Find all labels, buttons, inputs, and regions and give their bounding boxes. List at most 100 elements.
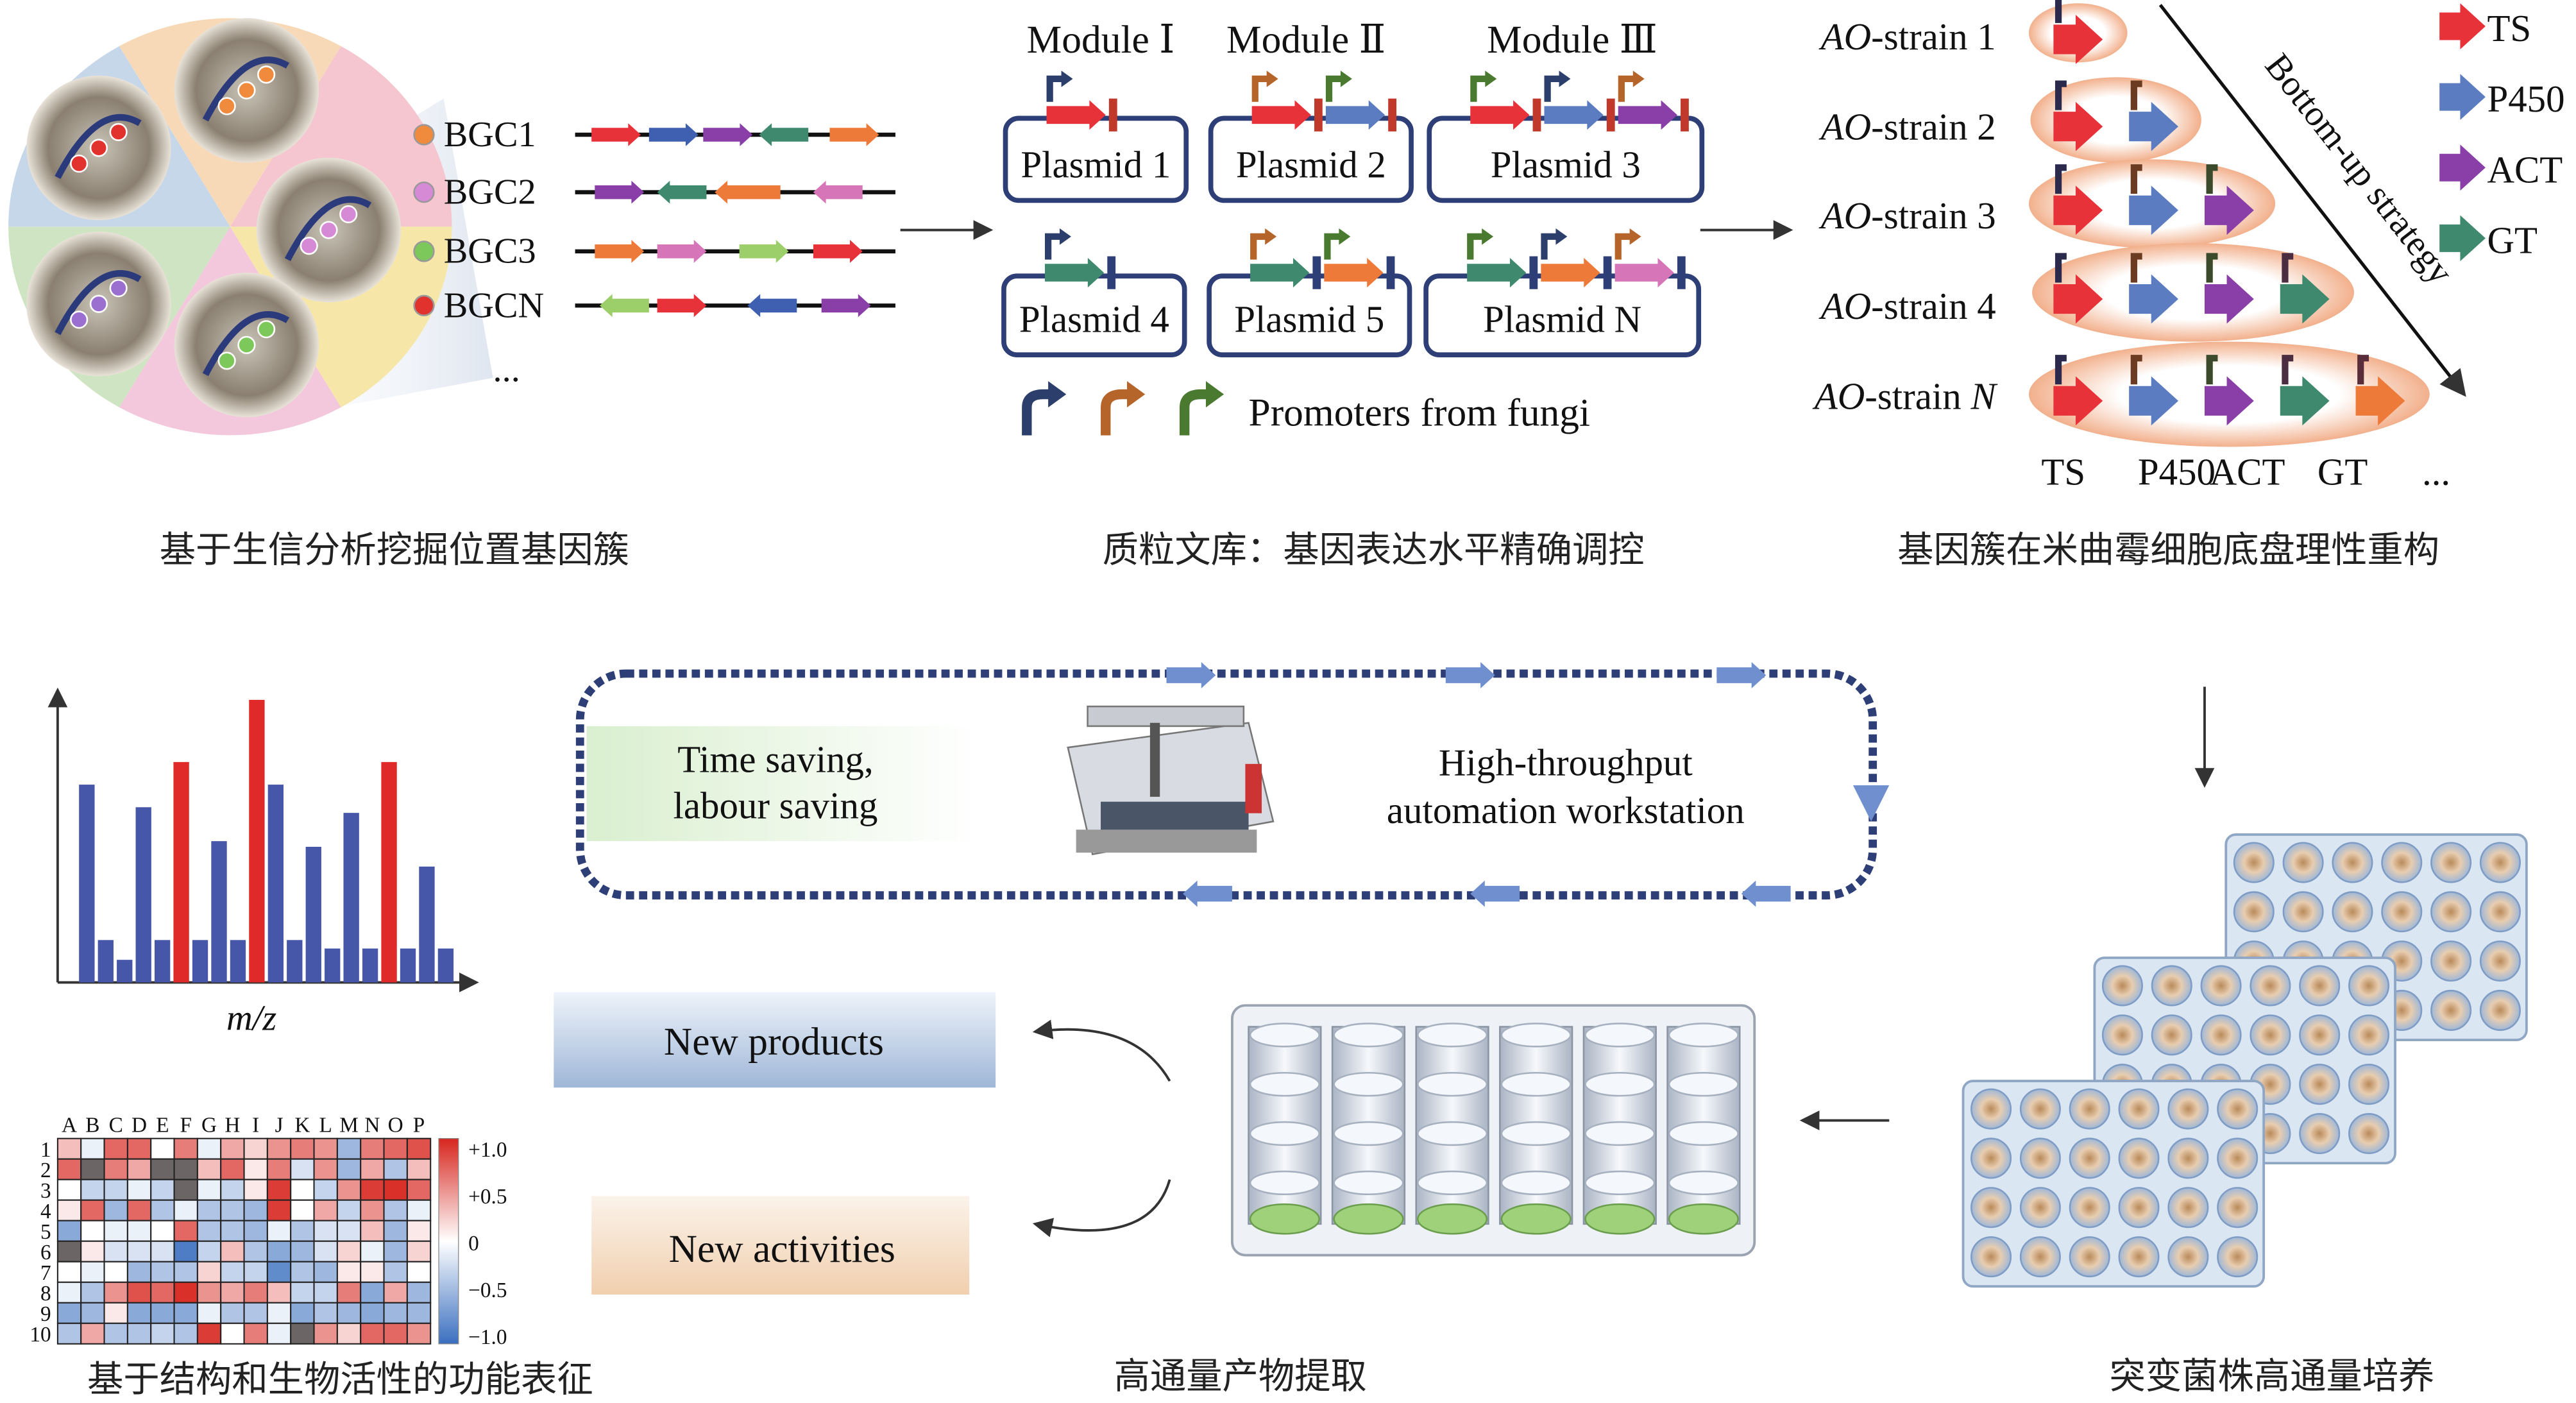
gene-arrow [1618,100,1677,130]
heatmap-cell [360,1240,385,1263]
tube-rim [1333,1023,1404,1048]
plate-well [2479,891,2521,933]
tube-rim [1249,1121,1320,1146]
plate-well [2250,1014,2291,1056]
heatmap-row-label: 9 [40,1302,51,1326]
gene-arrow [1044,258,1105,288]
plasmid-box [1208,115,1414,203]
heatmap-cell [266,1322,292,1345]
heatmap-cell [56,1137,82,1160]
heatmap-cell [336,1158,362,1180]
promoter-icon [2055,0,2067,23]
heatmap-cell [383,1281,408,1304]
heatmap-cell [196,1281,222,1304]
heatmap-cell [383,1322,408,1345]
promoter-legend-icon [1179,389,1208,436]
promoter-icon [2206,355,2218,385]
gene-arrow [829,123,879,146]
loop-arrow-icon [1470,880,1520,907]
gene-arrow [591,123,641,146]
module-3-label: Module Ⅲ [1487,18,1657,62]
strain-label: AO-strain 4 [1818,285,1996,327]
module-1-label: Module Ⅰ [1027,18,1175,62]
gene-arrow [1325,100,1385,130]
heatmap-cell [360,1158,385,1180]
heatmap-cell [406,1199,432,1221]
heatmap-cell [126,1137,152,1160]
terminator-icon [1108,98,1117,132]
gene-arrow [2053,101,2103,151]
gene-arrow [2280,376,2330,426]
plate-well [2217,1187,2258,1229]
plate-well [2101,1014,2143,1056]
tube-rim [1668,1023,1739,1048]
gene-arrow [703,123,753,146]
heatmap-col-label: J [275,1113,284,1137]
legend-gene-icon [2439,144,2486,191]
heatmap-cell [313,1220,338,1242]
tube-rim [1668,1071,1739,1097]
terminator-icon [1107,256,1116,289]
gene-arrow [2053,185,2103,235]
plate-well [2167,1137,2209,1179]
ms-peak-highlight [173,761,189,983]
tube-extract [1249,1203,1320,1235]
loop-arrow-icon [1716,662,1767,689]
strain-suffix: -strain 2 [1871,106,1996,148]
caption-bgc: 基于生信分析挖掘位置基因簇 [160,529,629,571]
plate-well [2250,965,2291,1007]
heatmap-cell [360,1302,385,1324]
heatmap-cell [290,1240,315,1263]
heatmap-col-label: H [225,1113,240,1137]
heatmap-cell [80,1199,105,1221]
promoter-icon [2055,80,2067,110]
heatmap-cell [196,1178,222,1201]
plate-well [2019,1137,2061,1179]
terminator-icon [1532,98,1541,132]
heatmap-cell [173,1322,198,1345]
heatmap-cell [103,1302,128,1324]
gene-arrow [2053,376,2103,426]
heatmap-row-label: 10 [30,1323,51,1347]
gene-type-label: ACT [2210,451,2285,493]
heatmap-cell [173,1240,198,1263]
heatmap-cell [56,1199,82,1221]
promoter-icon [1467,233,1484,260]
heatmap-cell [290,1261,315,1283]
heatmap-cell [126,1281,152,1304]
tube-extract [1417,1203,1488,1235]
promoter-icon [2055,355,2067,385]
gene-arrow [657,294,707,318]
heatmap-cell [150,1281,175,1304]
gene-arrow [1324,258,1384,288]
heatmap-cell [220,1178,245,1201]
heatmap-cell [406,1240,432,1263]
promoter-legend-icon [1101,389,1129,436]
tube-rim [1668,1121,1739,1146]
promoter-icon [1324,233,1341,260]
promoter-icon [1614,233,1632,260]
terminator-icon [1314,98,1323,132]
strain-cell [2032,243,2355,342]
plate-well [2217,1236,2258,1278]
loop-arrow-icon [1183,880,1232,907]
promoter-icon [1325,75,1343,102]
plate-well [2019,1088,2061,1130]
heatmap-cell [383,1302,408,1324]
heatmap-cell [290,1322,315,1345]
heatmap-cell [360,1137,385,1160]
ms-peak [267,785,284,983]
plasmid-label: Plasmid N [1483,298,1641,340]
heatmap-cell [266,1178,292,1201]
promoter-icon [1470,75,1487,102]
promoter-icon [2130,355,2142,385]
heatmap-cell [266,1220,292,1242]
heatmap-row-label: 7 [40,1261,51,1285]
plasmid-label: Plasmid 1 [1021,144,1171,186]
promoter-arrowhead-icon [1485,71,1497,87]
heatmap-cell [126,1322,152,1345]
heatmap-cell [196,1220,222,1242]
heatmap-cell [313,1261,338,1283]
tube-rim [1333,1121,1404,1146]
